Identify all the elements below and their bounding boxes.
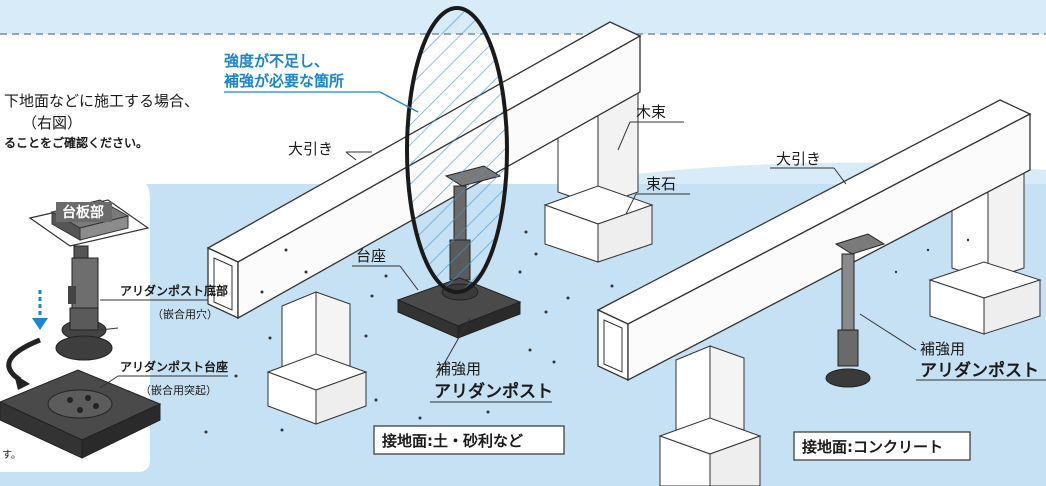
reinforce-label-concrete-2: アリダンポスト xyxy=(920,360,1039,381)
seat-label: 台座 xyxy=(356,247,386,265)
rotate-arrow-head xyxy=(14,374,30,390)
ground-dots-soil xyxy=(204,230,614,434)
ground-dots-concrete xyxy=(894,238,970,274)
beam-label-soil: 大引き xyxy=(288,140,333,158)
ground-label-concrete-box xyxy=(793,431,971,461)
base-plate-label: 台板部 xyxy=(62,204,104,221)
reinforce-label-concrete-1: 補強用 xyxy=(920,340,965,358)
intro-line-1: 下地面などに施工する場合、 xyxy=(4,92,199,110)
leader-beam-soil-2 xyxy=(345,151,357,161)
leader-beam-concrete-2 xyxy=(833,167,847,185)
intro-text: 下地面などに施工する場合、 （右図） ることをご確認ください。 xyxy=(4,92,199,150)
leader-stone-2 xyxy=(625,193,637,215)
leader-post-bottom-2 xyxy=(99,327,119,331)
leader-reinforce-concrete xyxy=(859,313,917,351)
beam-label-concrete: 大引き xyxy=(776,150,821,168)
reinforcement-zone-hatch xyxy=(407,8,507,292)
post-bottom-label: アリダンポスト底部 xyxy=(120,283,228,298)
post-figure-left xyxy=(55,245,113,361)
front-post-soil xyxy=(266,291,368,425)
callout-leader xyxy=(379,91,419,113)
beam-concrete xyxy=(596,99,1032,382)
ground-label-soil-box xyxy=(373,425,565,455)
reinforce-label-soil-1: 補強用 xyxy=(436,360,481,378)
post-bottom-sub: （嵌合用穴） xyxy=(152,307,218,321)
leader-post-wood-2 xyxy=(617,121,631,151)
reinforcement-zone-oval xyxy=(405,6,509,294)
leader-seat xyxy=(99,375,119,389)
ground-label-soil: 接地面:土・砂利など xyxy=(382,432,523,450)
reinforce-post-concrete xyxy=(825,233,886,388)
leader-seat-soil-2 xyxy=(399,265,419,291)
ground-label-concrete: 接地面:コンクリート xyxy=(802,438,943,456)
top-band xyxy=(0,0,1046,34)
reinforce-label-soil-2: アリダンポスト xyxy=(434,381,553,402)
post-seat-sub: （嵌合用突起） xyxy=(140,383,217,397)
intro-line-2: （右図） xyxy=(22,114,82,132)
callout-line-2: 補強が必要な箇所 xyxy=(223,72,344,90)
down-arrow-head xyxy=(32,318,48,330)
stone-label: 束石 xyxy=(646,175,676,193)
callout-line-1: 強度が不足し、 xyxy=(224,52,329,70)
intro-line-3: ることをご確認ください。 xyxy=(4,135,148,150)
base-plate-label-bg xyxy=(56,202,112,222)
front-post-concrete xyxy=(658,345,762,486)
left-footnote: す。 xyxy=(2,449,21,461)
leader-reinforce-soil xyxy=(435,317,471,379)
seat-figure-left xyxy=(0,369,162,459)
post-seat-label: アリダンポスト台座 xyxy=(120,359,228,374)
post-wood-label: 木束 xyxy=(636,103,666,121)
